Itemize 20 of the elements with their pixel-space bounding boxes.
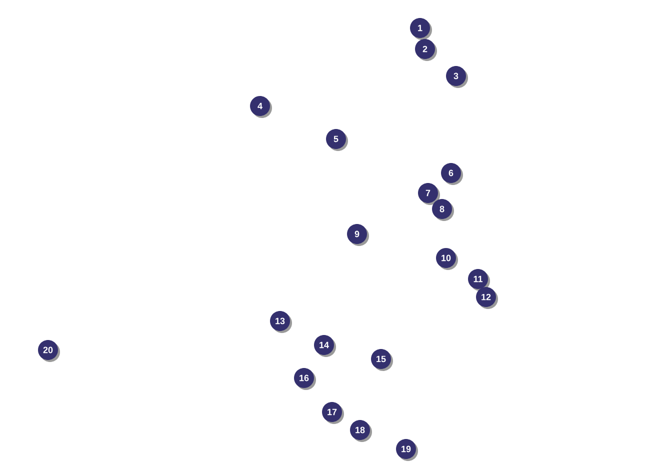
callout-number: 15	[371, 349, 393, 371]
callout-number: 19	[396, 439, 418, 461]
callout-number: 12	[476, 287, 498, 309]
callout-number: 18	[350, 420, 372, 442]
callout-number: 11	[468, 269, 490, 291]
callout-number: 5	[326, 129, 348, 151]
callout-number: 4	[250, 96, 272, 118]
callout-number: 7	[418, 183, 440, 205]
callout-number: 3	[446, 66, 468, 88]
callout-number: 16	[294, 368, 316, 390]
callout-number: 6	[441, 163, 463, 185]
callout-number: 2	[415, 39, 437, 61]
callout-number: 1	[410, 18, 432, 40]
callout-number: 10	[436, 248, 458, 270]
callout-number: 17	[322, 402, 344, 424]
callout-number: 8	[432, 199, 454, 221]
callout-number: 14	[314, 335, 336, 357]
callout-number: 9	[347, 224, 369, 246]
callout-number: 13	[270, 311, 292, 333]
callout-number: 20	[38, 340, 60, 362]
